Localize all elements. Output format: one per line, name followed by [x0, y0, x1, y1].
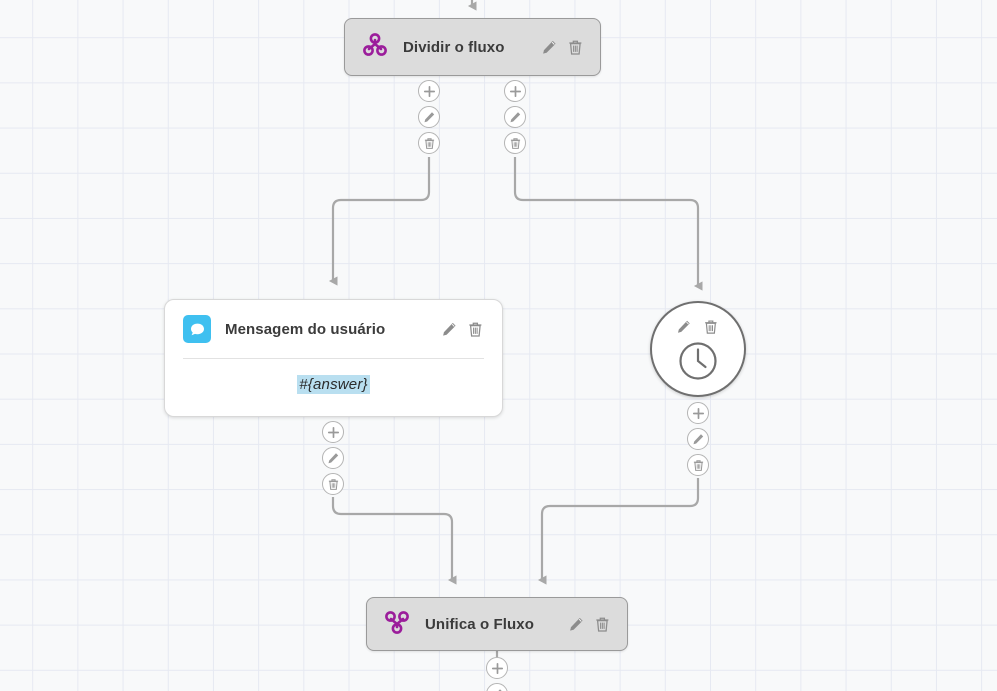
edit-connector-button[interactable] — [687, 428, 709, 450]
edge-split-to-user-message — [328, 157, 431, 286]
edge-user-message-to-merge — [331, 497, 457, 585]
node-merge-title: Unifica o Fluxo — [425, 615, 535, 633]
trash-icon[interactable] — [703, 319, 720, 336]
add-node-button[interactable] — [486, 657, 508, 679]
delete-connector-button[interactable] — [504, 132, 526, 154]
pencil-icon[interactable] — [568, 616, 585, 633]
edit-connector-button[interactable] — [504, 106, 526, 128]
card-divider — [183, 358, 484, 359]
node-delay-actions — [676, 319, 720, 336]
connector-actions-split-right[interactable] — [504, 80, 526, 154]
add-node-button[interactable] — [322, 421, 344, 443]
node-user-message-actions — [441, 321, 484, 338]
edge-delay-to-merge — [537, 478, 700, 585]
edit-connector-button[interactable] — [486, 683, 508, 691]
add-node-button[interactable] — [504, 80, 526, 102]
delete-connector-button[interactable] — [418, 132, 440, 154]
connector-actions-merge[interactable] — [486, 657, 508, 691]
add-node-button[interactable] — [418, 80, 440, 102]
edge-split-to-delay — [513, 157, 703, 291]
pencil-icon[interactable] — [441, 321, 458, 338]
node-split-actions — [541, 39, 584, 56]
connector-actions-user-message[interactable] — [322, 421, 344, 495]
node-user-message[interactable]: Mensagem do usuário — [164, 299, 503, 417]
node-merge-actions — [568, 616, 611, 633]
node-split-title: Dividir o fluxo — [403, 38, 505, 56]
chat-bubble-icon — [183, 315, 211, 343]
delete-connector-button[interactable] — [687, 454, 709, 476]
delete-connector-button[interactable] — [322, 473, 344, 495]
merge-branch-icon — [383, 608, 411, 641]
variable-token: #{answer} — [297, 374, 370, 394]
connector-actions-split-left[interactable] — [418, 80, 440, 154]
pencil-icon[interactable] — [676, 319, 693, 336]
node-user-message-header: Mensagem do usuário — [165, 300, 502, 358]
connector-actions-delay[interactable] — [687, 402, 709, 476]
node-delay[interactable] — [650, 301, 746, 397]
split-branch-icon — [361, 31, 389, 64]
trash-icon[interactable] — [467, 321, 484, 338]
add-node-button[interactable] — [687, 402, 709, 424]
edit-connector-button[interactable] — [418, 106, 440, 128]
trash-icon[interactable] — [567, 39, 584, 56]
node-user-message-body: #{answer} — [165, 359, 502, 409]
node-split-flow[interactable]: Dividir o fluxo — [344, 18, 601, 76]
pencil-icon[interactable] — [541, 39, 558, 56]
trash-icon[interactable] — [594, 616, 611, 633]
edit-connector-button[interactable] — [322, 447, 344, 469]
clock-icon — [677, 340, 719, 387]
node-merge-flow[interactable]: Unifica o Fluxo — [366, 597, 628, 651]
node-user-message-title: Mensagem do usuário — [225, 320, 386, 338]
